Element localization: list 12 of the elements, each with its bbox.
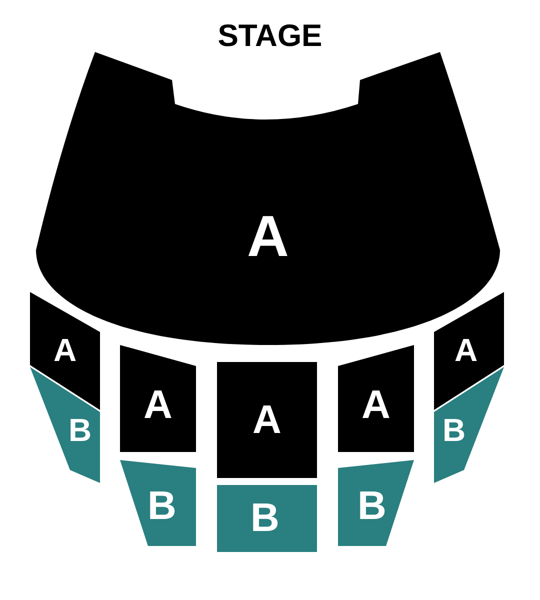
section-label: A (252, 400, 282, 440)
section-label: B (148, 486, 176, 526)
section-label: A (53, 334, 77, 366)
stage-label: STAGE (216, 18, 324, 54)
section-label: A (454, 334, 478, 366)
section-label: A (247, 208, 289, 266)
section-label: A (144, 385, 172, 425)
section-label: B (68, 414, 92, 446)
section-label: B (358, 486, 386, 526)
section-label: B (442, 414, 466, 446)
section-label: B (250, 498, 280, 538)
section-label: A (362, 385, 390, 425)
